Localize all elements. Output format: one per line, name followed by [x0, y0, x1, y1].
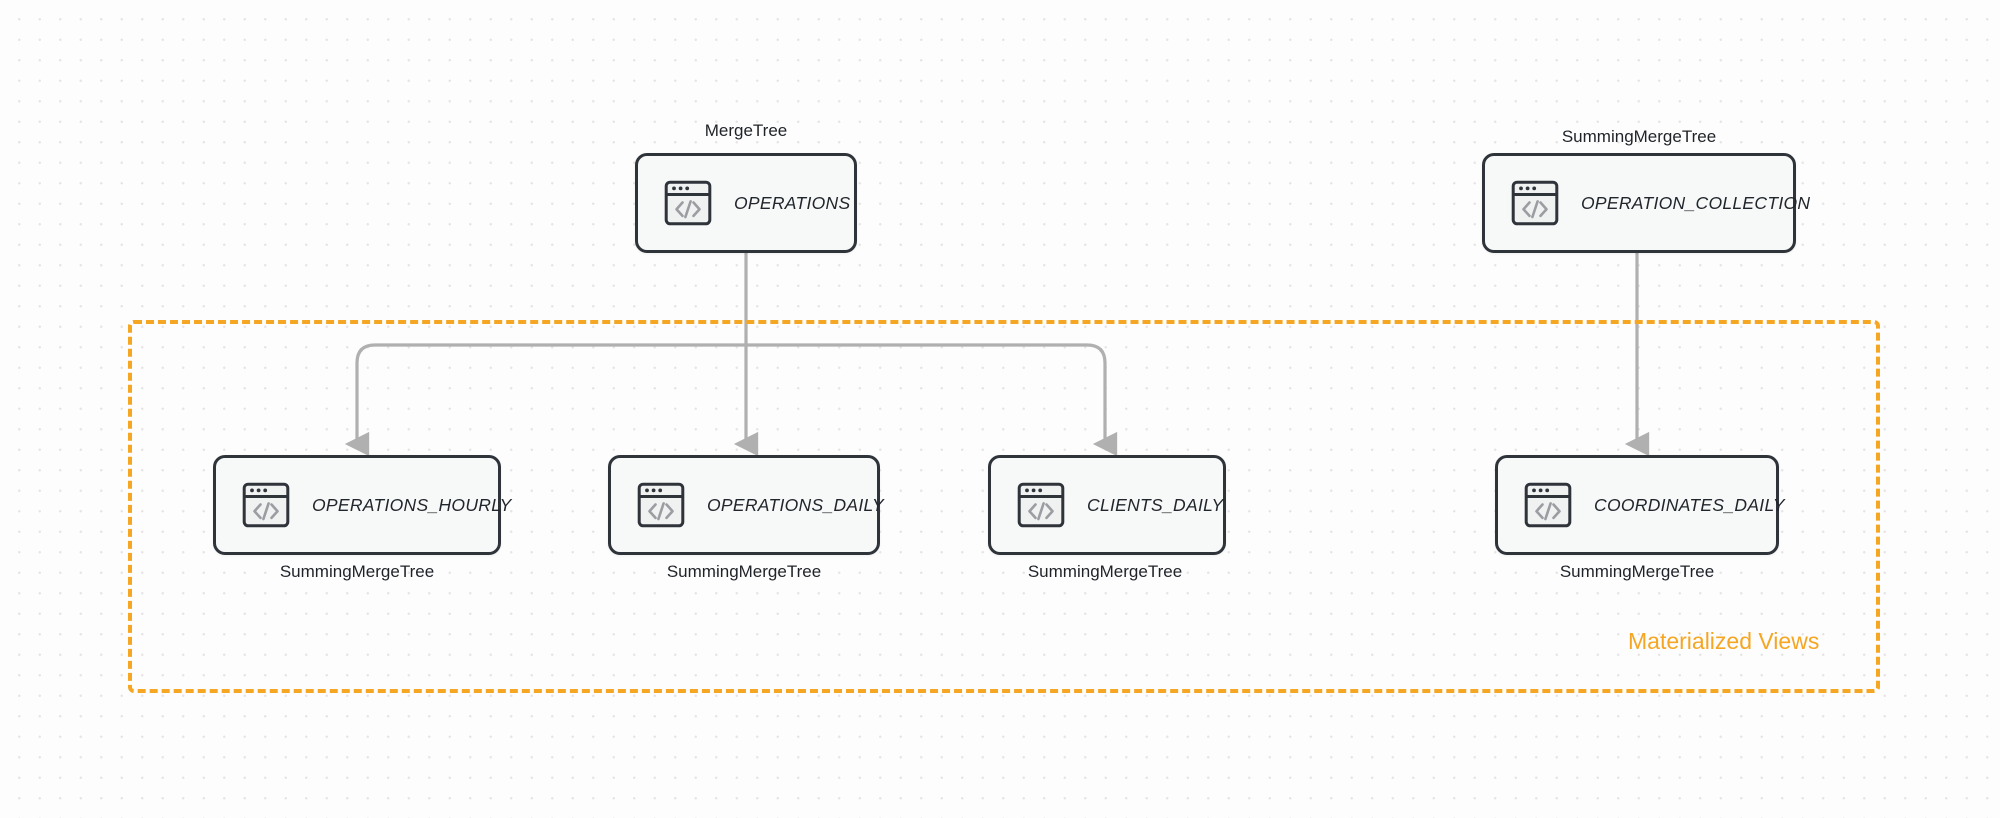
- node-operations-daily[interactable]: OPERATIONS_DAILY: [608, 455, 884, 555]
- engine-caption-clients-daily: SummingMergeTree: [1027, 562, 1183, 581]
- node-label-clients-daily: CLIENTS_DAILY: [1087, 494, 1224, 515]
- code-window-icon: [1017, 482, 1065, 528]
- node-label-operations-hourly: OPERATIONS_HOURLY: [312, 494, 512, 515]
- materialized-views-group[interactable]: [128, 320, 1880, 693]
- materialized-views-label: Materialized Views: [1628, 628, 1820, 654]
- code-window-icon: [637, 482, 685, 528]
- node-operations-hourly[interactable]: OPERATIONS_HOURLY: [213, 455, 511, 555]
- node-label-operation-collection: OPERATION_COLLECTION: [1581, 192, 1811, 213]
- engine-caption-operations-daily: SummingMergeTree: [666, 562, 822, 581]
- node-label-operations: OPERATIONS: [734, 192, 851, 213]
- code-window-icon: [664, 180, 712, 226]
- engine-caption-coordinates-daily: SummingMergeTree: [1559, 562, 1715, 581]
- node-operations[interactable]: OPERATIONS: [635, 153, 857, 253]
- node-label-operations-daily: OPERATIONS_DAILY: [707, 494, 884, 515]
- node-clients-daily[interactable]: CLIENTS_DAILY: [988, 455, 1226, 555]
- code-window-icon: [242, 482, 290, 528]
- engine-caption-operations-hourly: SummingMergeTree: [279, 562, 435, 581]
- code-window-icon: [1524, 482, 1572, 528]
- node-operation-collection[interactable]: OPERATION_COLLECTION: [1482, 153, 1810, 253]
- node-label-coordinates-daily: COORDINATES_DAILY: [1594, 494, 1785, 515]
- node-coordinates-daily[interactable]: COORDINATES_DAILY: [1495, 455, 1785, 555]
- engine-caption-operations: MergeTree: [704, 121, 788, 140]
- engine-caption-operation-collection: SummingMergeTree: [1561, 127, 1717, 146]
- code-window-icon: [1511, 180, 1559, 226]
